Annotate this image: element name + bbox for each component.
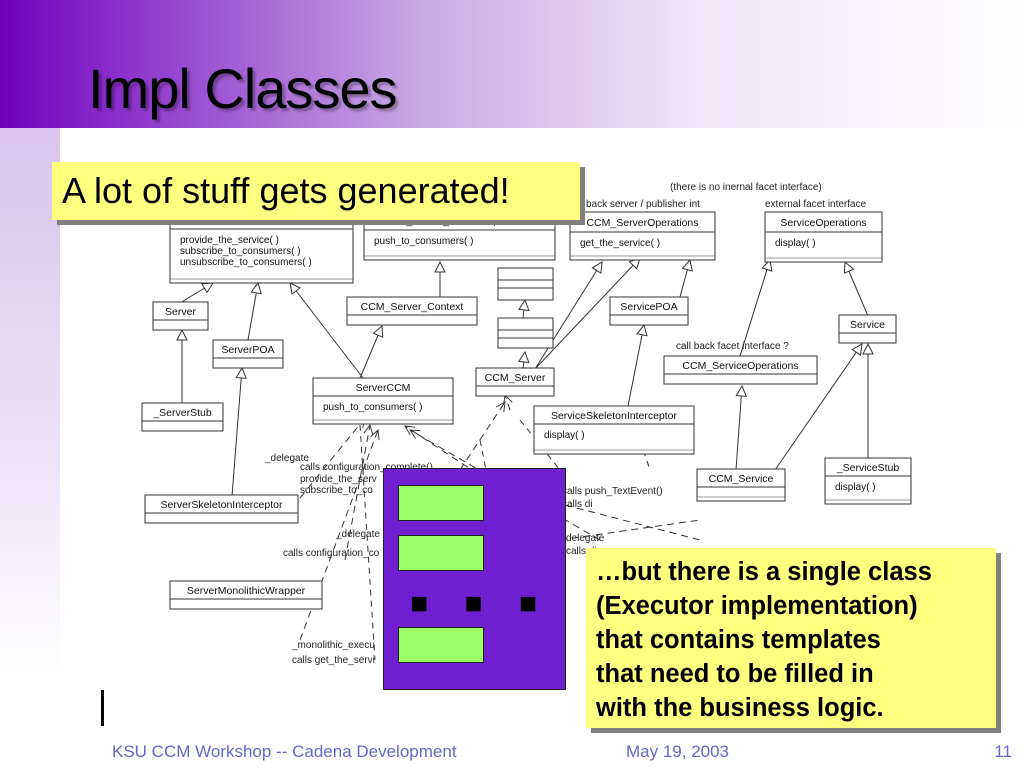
uml-method: display( ): [544, 430, 585, 441]
executor-implementation-box: ■ ■ ■: [383, 468, 566, 690]
uml-annotation-subscribe-to-co: subscribe_to_co: [300, 485, 373, 496]
uml-annotation-call-back-facet: call back facet interface ?: [676, 341, 789, 352]
ellipsis-marks: ■ ■ ■: [410, 587, 552, 620]
uml-class-name: CCM_Server: [485, 372, 546, 384]
uml-annotation-delegate3: delegate: [566, 533, 605, 544]
uml-class-service: Service: [838, 314, 897, 344]
uml-class-name: ServiceOperations: [780, 217, 866, 229]
uml-class-name: ServerPOA: [221, 344, 274, 356]
uml-method: subscribe_to_consumers( ): [180, 246, 301, 257]
uml-class-service-stub: _ServiceStub display( ): [824, 457, 912, 505]
uml-class-name: ServicePOA: [620, 301, 677, 313]
uml-method: get_the_service( ): [580, 238, 660, 249]
uml-class-name: Service: [850, 319, 885, 331]
uml-class-diagram: ServerOperationsprovide_the_service( )su…: [141, 182, 912, 666]
uml-class-service-operations: ServiceOperations display( ): [764, 211, 883, 263]
uml-class-ccm-server-operations: CCM_ServerOperations get_the_service( ): [569, 211, 716, 261]
uml-annotation-delegate2: _delegate: [335, 529, 380, 540]
uml-class-name: CCM_Service: [709, 473, 774, 485]
uml-class-name: ServerSkeletonInterceptor: [161, 499, 283, 511]
uml-class-service-skeleton-interceptor: ServiceSkeletonInterceptor display( ): [533, 405, 695, 455]
uml-anonymous-box: [497, 317, 554, 349]
uml-annotation-calls-configuration-co: calls configuration_co: [283, 548, 380, 559]
uml-class-server-poa: ServerPOA: [212, 339, 284, 369]
uml-annotation-calls-di2: calls di: [566, 546, 597, 557]
callout-generated: A lot of stuff gets generated!: [52, 162, 580, 220]
uml-annotation-external-facet: external facet interface: [765, 199, 867, 210]
uml-class-name: Server: [165, 306, 196, 318]
uml-class-name: _ServiceStub: [836, 462, 900, 474]
template-slot: [398, 535, 484, 571]
uml-annotation-calls-di: calls di: [562, 499, 593, 510]
uml-class-ccm-service-operations: CCM_ServiceOperations: [663, 355, 818, 385]
uml-class-name: ServiceSkeletonInterceptor: [551, 410, 678, 422]
footer-workshop: KSU CCM Workshop -- Cadena Development: [112, 742, 457, 761]
uml-class-service-poa: ServicePOA: [609, 296, 689, 326]
side-band: [0, 128, 60, 673]
uml-class-name: CCM_ServerOperations: [586, 217, 698, 229]
uml-class-server-ccm: ServerCCM push_to_consumers( ): [312, 377, 454, 425]
uml-class-server: Server: [152, 301, 209, 331]
uml-method: push_to_consumers( ): [374, 236, 474, 247]
callout-executor: …but there is a single class (Executor i…: [586, 548, 996, 728]
uml-method: push_to_consumers( ): [323, 402, 423, 413]
uml-class-name: _ServerStub: [152, 407, 212, 419]
uml-class-name: ServerMonolithicWrapper: [187, 585, 306, 597]
uml-class-server-stub: _ServerStub: [141, 402, 224, 432]
title-band: [0, 0, 1024, 128]
slide-title: Impl Classes: [88, 57, 398, 120]
callout-executor-text: …but there is a single class (Executor i…: [596, 558, 932, 722]
uml-annotation-calls-config-complete: calls configuration_complete(): [300, 462, 433, 473]
callout-generated-text: A lot of stuff gets generated!: [62, 170, 510, 211]
uml-annotation-delegate: _delegate: [264, 453, 309, 464]
uml-class-name: ServerCCM: [356, 382, 411, 394]
uml-class-ccm-service: CCM_Service: [696, 468, 786, 502]
uml-annotation-back-server: back server / publisher int: [586, 199, 700, 210]
uml-anonymous-box: [497, 267, 554, 301]
uml-method: provide_the_service( ): [180, 235, 279, 246]
uml-class-server-skeleton-interceptor: ServerSkeletonInterceptor: [144, 494, 299, 524]
uml-method: display( ): [835, 482, 876, 493]
text-cursor: [101, 690, 104, 726]
uml-annotation-no-internal-facet: (there is no inernal facet interface): [670, 182, 822, 193]
template-slot: [398, 627, 484, 663]
footer-date: May 19, 2003: [626, 742, 730, 761]
uml-annotation-calls-get-the-servi: calls get_the_servi: [292, 655, 375, 666]
uml-class-name: CCM_ServiceOperations: [682, 360, 798, 372]
uml-class-server-monolithic-wrapper: ServerMonolithicWrapper: [169, 580, 323, 610]
uml-annotation-calls-push-textevent: calls push_TextEvent(): [562, 486, 663, 497]
uml-method: display( ): [775, 238, 816, 249]
uml-class-name: CCM_Server_Context: [361, 301, 464, 313]
uml-annotation-monolithic-execu: _monolithic_execu: [291, 640, 375, 651]
footer-page-number: 11: [994, 742, 1012, 761]
uml-class-ccm-server-context: CCM_Server_Context: [346, 296, 478, 326]
uml-annotation-provide-the-serv: provide_the_serv: [300, 474, 377, 485]
template-slot: [398, 485, 484, 521]
uml-class-ccm-server: CCM_Server: [475, 367, 555, 397]
uml-method: unsubscribe_to_consumers( ): [180, 257, 312, 268]
